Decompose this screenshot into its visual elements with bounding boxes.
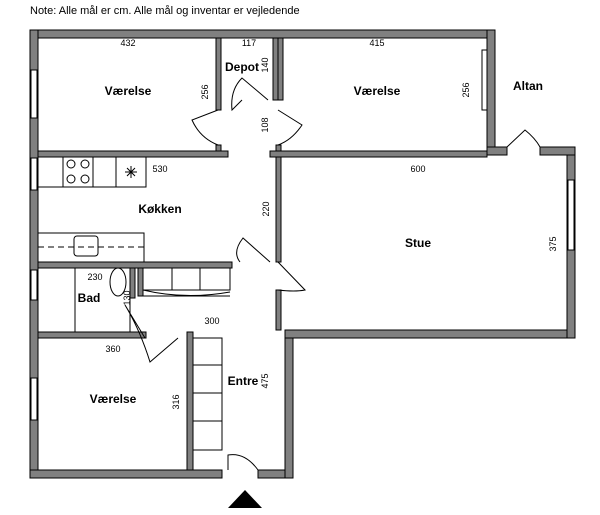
plan-note: Note: Alle mål er cm. Alle mål og invent… bbox=[30, 5, 300, 17]
dimension: 130 bbox=[122, 290, 132, 305]
toilet-icon bbox=[109, 267, 127, 297]
dimension: 316 bbox=[171, 394, 181, 409]
dimension: 415 bbox=[369, 38, 384, 48]
dimension: 140 bbox=[260, 57, 270, 72]
room-label-stue: Stue bbox=[405, 236, 431, 250]
stove-icon bbox=[62, 156, 94, 188]
dimension: 256 bbox=[461, 82, 471, 97]
dimension: 300 bbox=[204, 316, 219, 326]
entrance-arrow-icon bbox=[228, 490, 262, 508]
dimension: 108 bbox=[260, 117, 270, 132]
dimension: 230 bbox=[87, 272, 102, 282]
fixtures bbox=[37, 156, 231, 451]
dimension: 220 bbox=[261, 201, 271, 216]
sink-icon bbox=[73, 235, 99, 257]
dimension: 117 bbox=[242, 38, 256, 48]
dimension: 375 bbox=[548, 236, 558, 251]
extractor-icon bbox=[125, 166, 137, 178]
room-label-vaerelse: Værelse bbox=[90, 392, 137, 406]
room-label-altan: Altan bbox=[513, 79, 543, 93]
dimension: 530 bbox=[152, 164, 167, 174]
room-label-vaerelse: Værelse bbox=[105, 84, 152, 98]
dimension: 256 bbox=[200, 84, 210, 99]
doors bbox=[124, 77, 541, 508]
dimension: 432 bbox=[120, 38, 135, 48]
dimension: 475 bbox=[260, 373, 270, 388]
room-label-entre: Entre bbox=[228, 374, 259, 388]
room-label-depot: Depot bbox=[225, 60, 259, 74]
room-label-vaerelse: Værelse bbox=[354, 84, 401, 98]
walls bbox=[29, 29, 576, 479]
dimension: 360 bbox=[105, 344, 120, 354]
room-label-bad: Bad bbox=[78, 291, 101, 305]
dimension: 600 bbox=[410, 164, 425, 174]
room-label-kokken: Køkken bbox=[138, 202, 181, 216]
windows bbox=[30, 49, 575, 421]
